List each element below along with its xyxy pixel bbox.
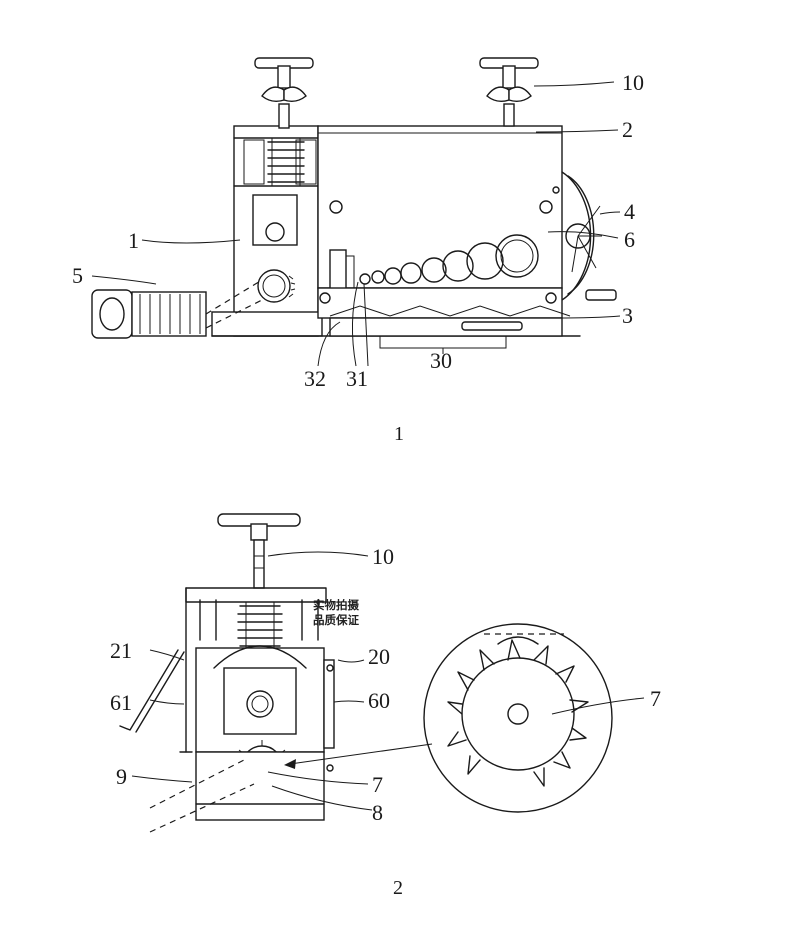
figure-1-caption: 1 bbox=[394, 423, 404, 445]
figure-2-drawing bbox=[119, 513, 645, 833]
label-21: 21 bbox=[110, 638, 132, 663]
hand-wheel bbox=[561, 171, 617, 301]
figure-1-drawing bbox=[91, 57, 621, 367]
label-10: 10 bbox=[622, 70, 644, 95]
label-4: 4 bbox=[624, 199, 635, 224]
t-handle-fig2 bbox=[217, 513, 301, 589]
label-20: 20 bbox=[368, 644, 390, 669]
label-1: 1 bbox=[128, 228, 139, 253]
motor bbox=[91, 289, 207, 339]
roller-gear bbox=[257, 269, 291, 303]
label-30: 30 bbox=[430, 348, 452, 373]
detail-view bbox=[423, 623, 613, 813]
label-32: 32 bbox=[304, 366, 326, 391]
label-31: 31 bbox=[346, 366, 368, 391]
label-9: 9 bbox=[116, 764, 127, 789]
label-61: 61 bbox=[110, 690, 132, 715]
main-body bbox=[317, 125, 563, 289]
label-10-fig2: 10 bbox=[372, 544, 394, 569]
label-7-detail: 7 bbox=[650, 686, 661, 711]
label-60: 60 bbox=[368, 688, 390, 713]
t-handle-screw-right bbox=[479, 57, 539, 127]
slide-bar bbox=[317, 287, 563, 319]
window-plate bbox=[252, 194, 298, 246]
watermark-stamp: 实物拍摄 品质保证 bbox=[305, 598, 367, 628]
spring-fig1 bbox=[267, 138, 305, 186]
wire-holes bbox=[329, 234, 539, 291]
figure-2-caption: 2 bbox=[393, 877, 403, 899]
label-7-gear: 7 bbox=[372, 772, 383, 797]
t-handle-screw-left bbox=[254, 57, 314, 129]
stamp-line-1: 实物拍摄 bbox=[313, 598, 359, 612]
label-6: 6 bbox=[624, 227, 635, 252]
label-8: 8 bbox=[372, 800, 383, 825]
label-2: 2 bbox=[622, 117, 633, 142]
label-3: 3 bbox=[622, 303, 633, 328]
label-5: 5 bbox=[72, 263, 83, 288]
stamp-line-2: 品质保证 bbox=[313, 613, 359, 627]
